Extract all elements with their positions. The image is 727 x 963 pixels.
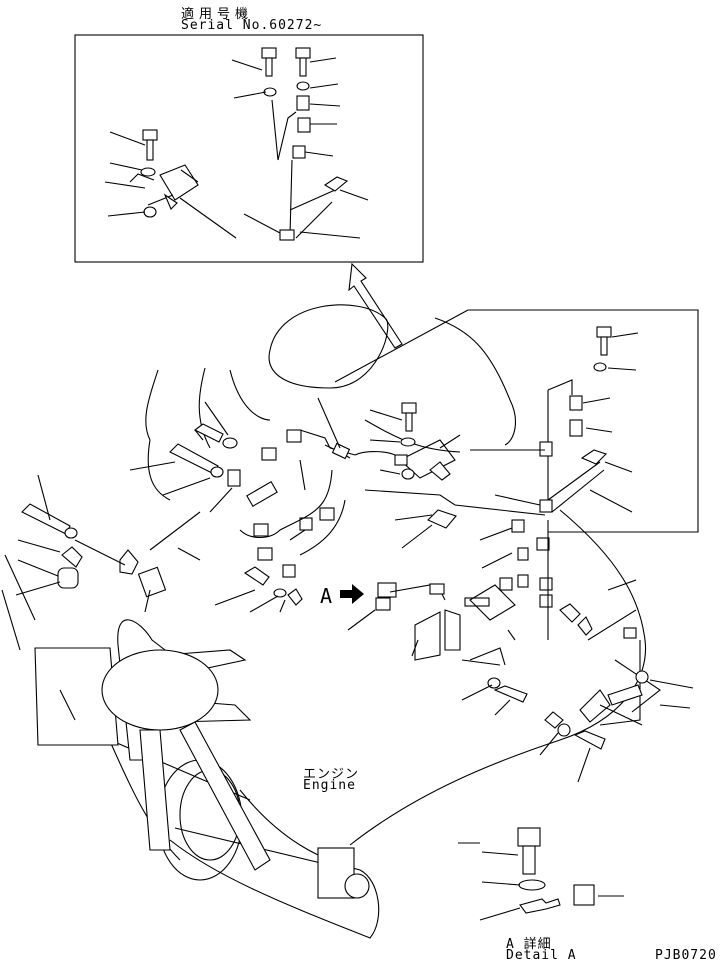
fan-assembly (1, 554, 271, 871)
right-detail-bracket (334, 309, 699, 533)
drawing-number: PJB0720 (655, 948, 717, 963)
center-harness-parts (129, 397, 401, 613)
inset-serial-detail (74, 34, 424, 263)
arrow-pointer-icon (348, 262, 403, 349)
bolt-part (142, 47, 311, 161)
detail-title-jp: A 詳細 (506, 937, 552, 952)
engine-label-jp: エンジン (303, 767, 360, 782)
detail-marker-label: A (320, 584, 333, 608)
detail-title: Detail A (506, 948, 577, 963)
serial-number-label: Serial No.60272~ (181, 18, 323, 33)
left-parts (15, 474, 201, 613)
right-harness-parts (347, 402, 694, 783)
engine-assembly (99, 304, 661, 939)
arrow-right-icon (340, 584, 364, 604)
engine-label: Engine (303, 778, 356, 793)
applicable-units-label: 適用号機 (181, 7, 254, 22)
detail-a-parts (458, 827, 624, 921)
